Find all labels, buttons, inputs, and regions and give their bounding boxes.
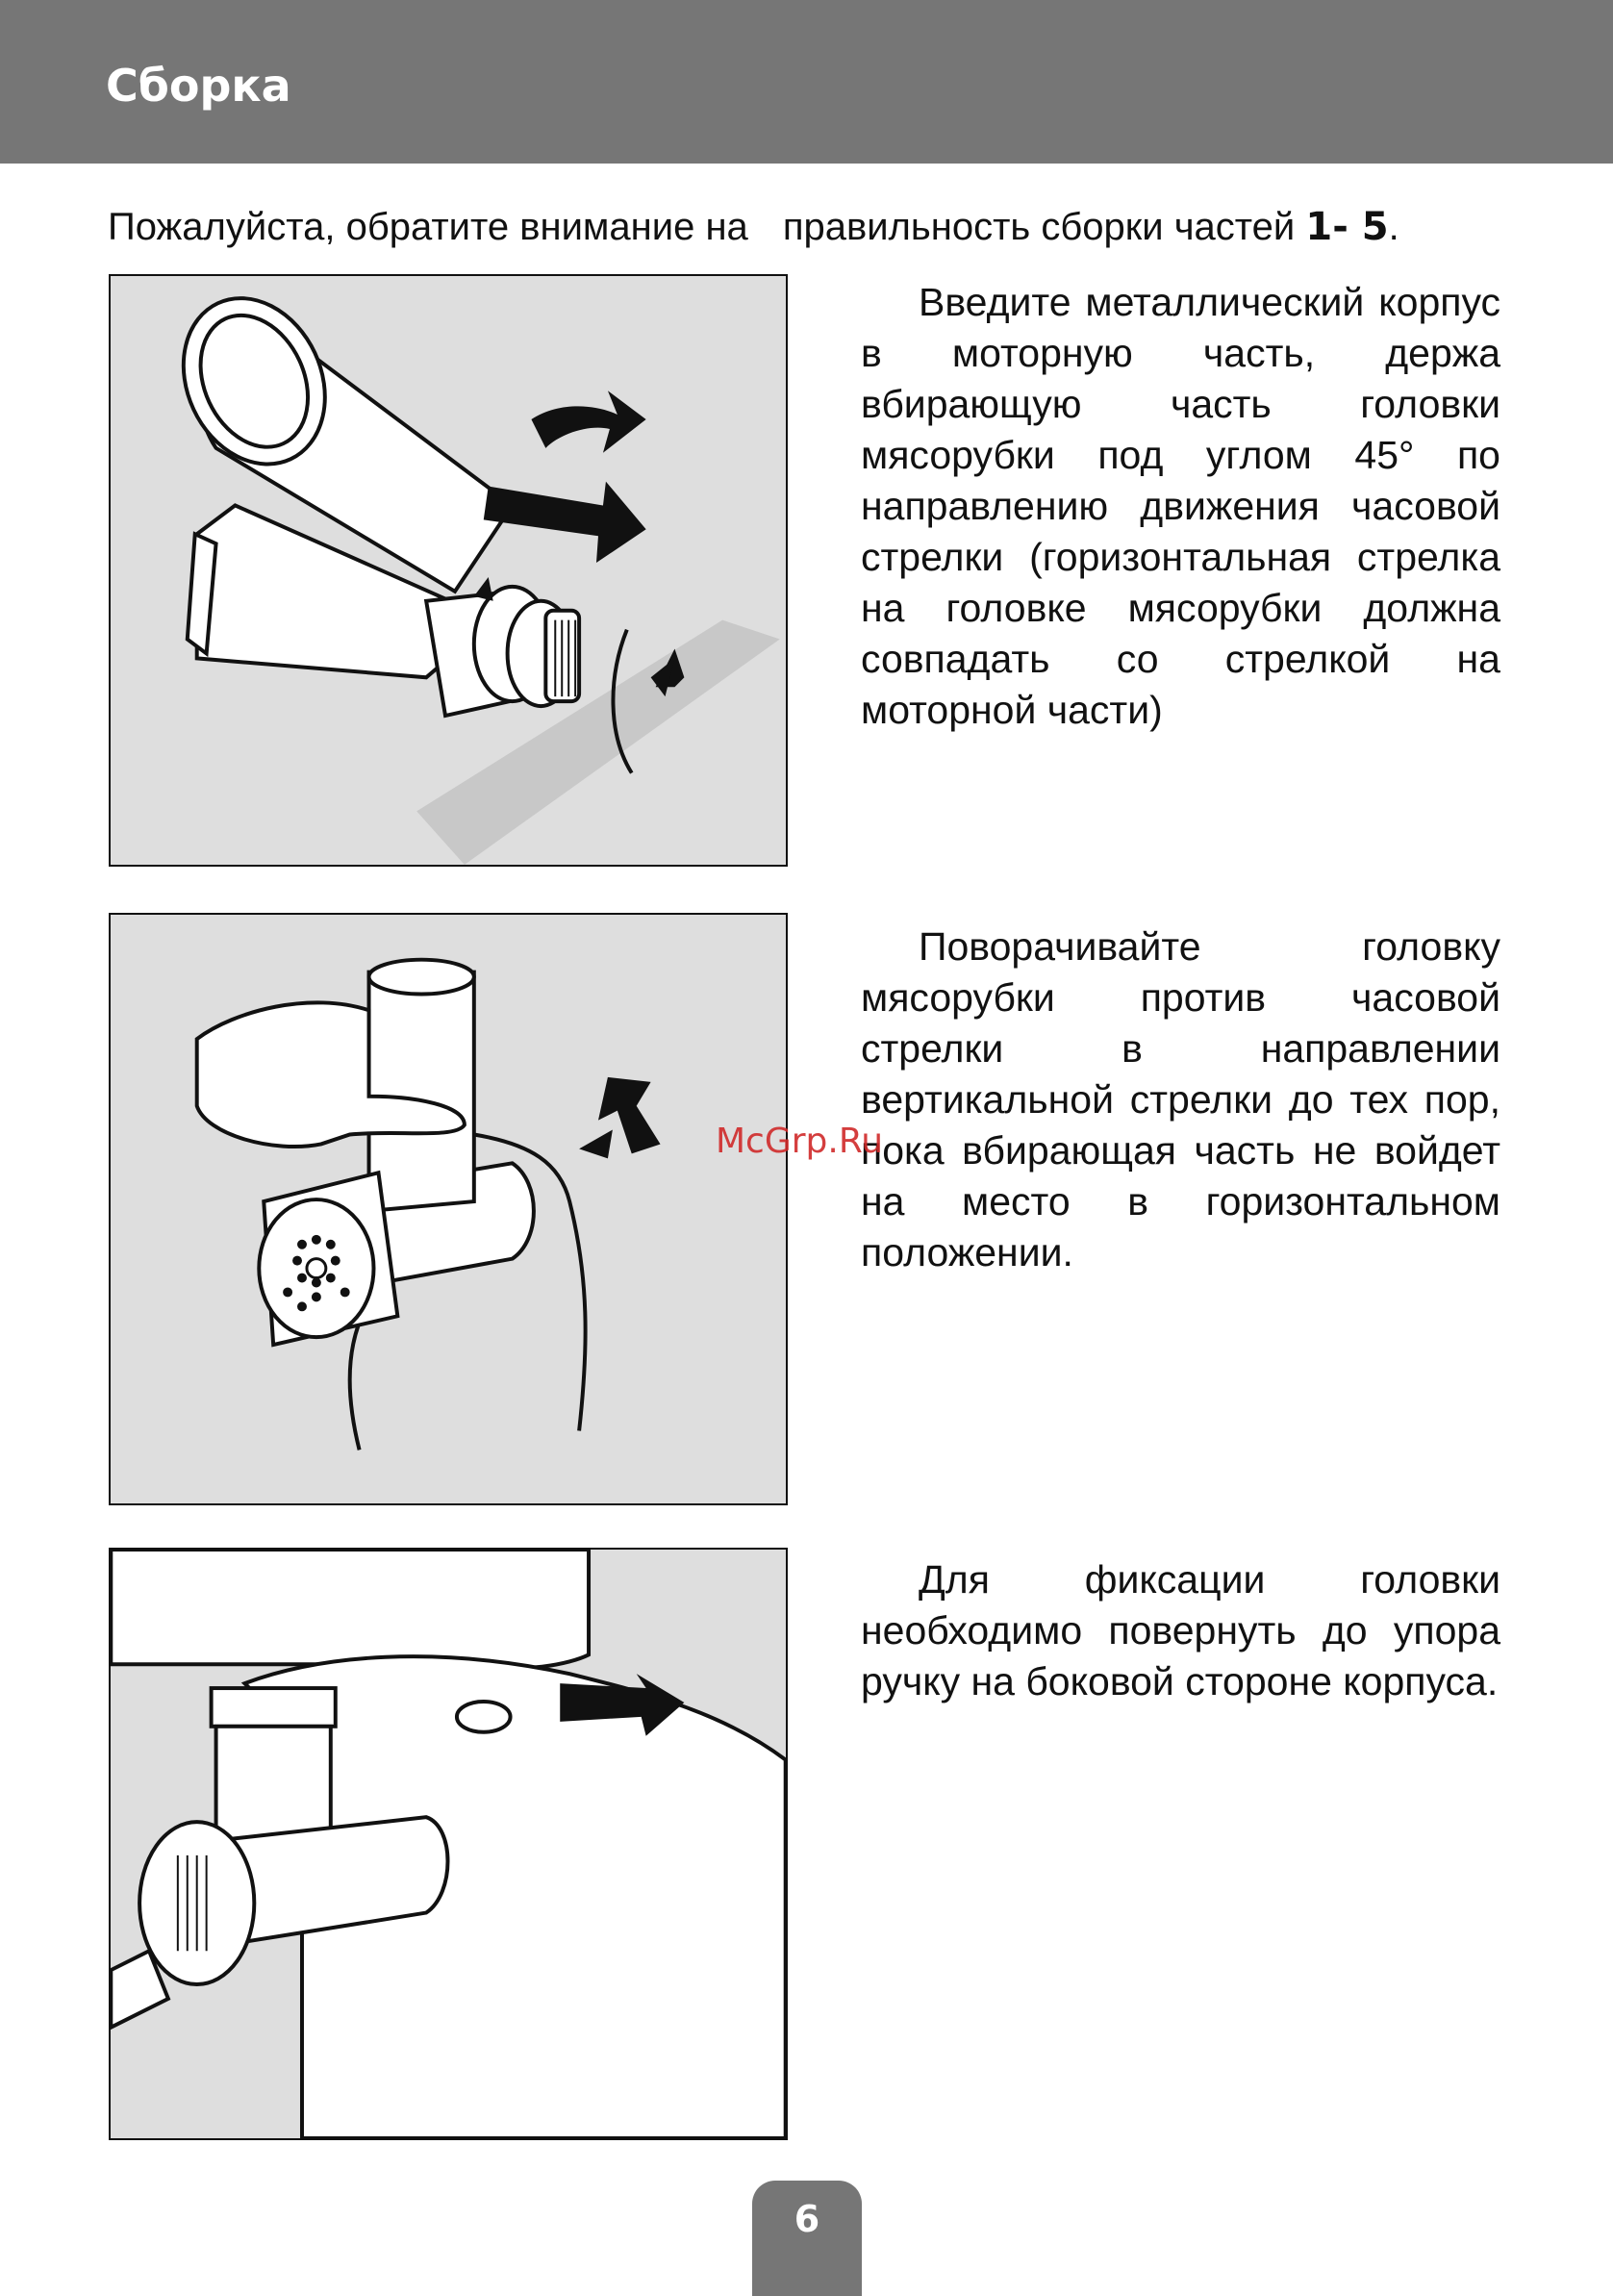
figure-rotate-head: [109, 913, 788, 1505]
step-3-text: Для фиксации головки необходимо повернут…: [861, 1557, 1500, 1703]
figure-insert-body: [109, 274, 788, 867]
intro-line: Пожалуйста, обратите внимание на правильн…: [108, 205, 1399, 249]
figure-lock-head: [109, 1548, 788, 2140]
parts-range: 1- 5: [1305, 205, 1389, 249]
step-2-text: Поворачивайте головку мясорубки против ч…: [861, 924, 1500, 1274]
illustration-insert-body: [181, 296, 780, 865]
page-title: Сборка: [106, 60, 291, 112]
step-1-text: Введите металлический корпус в моторную …: [861, 280, 1500, 732]
page-number: 6: [752, 2181, 862, 2296]
header-bar: Сборка: [0, 0, 1613, 164]
intro-text-1: Пожалуйста, обратите внимание на: [108, 206, 748, 248]
watermark: McGrp.Ru: [716, 1122, 884, 1161]
illustration-rotate-head: [194, 957, 661, 1451]
illustration-lock-head: [111, 1550, 786, 2138]
intro-text-2: правильность сборки частей: [782, 206, 1296, 248]
